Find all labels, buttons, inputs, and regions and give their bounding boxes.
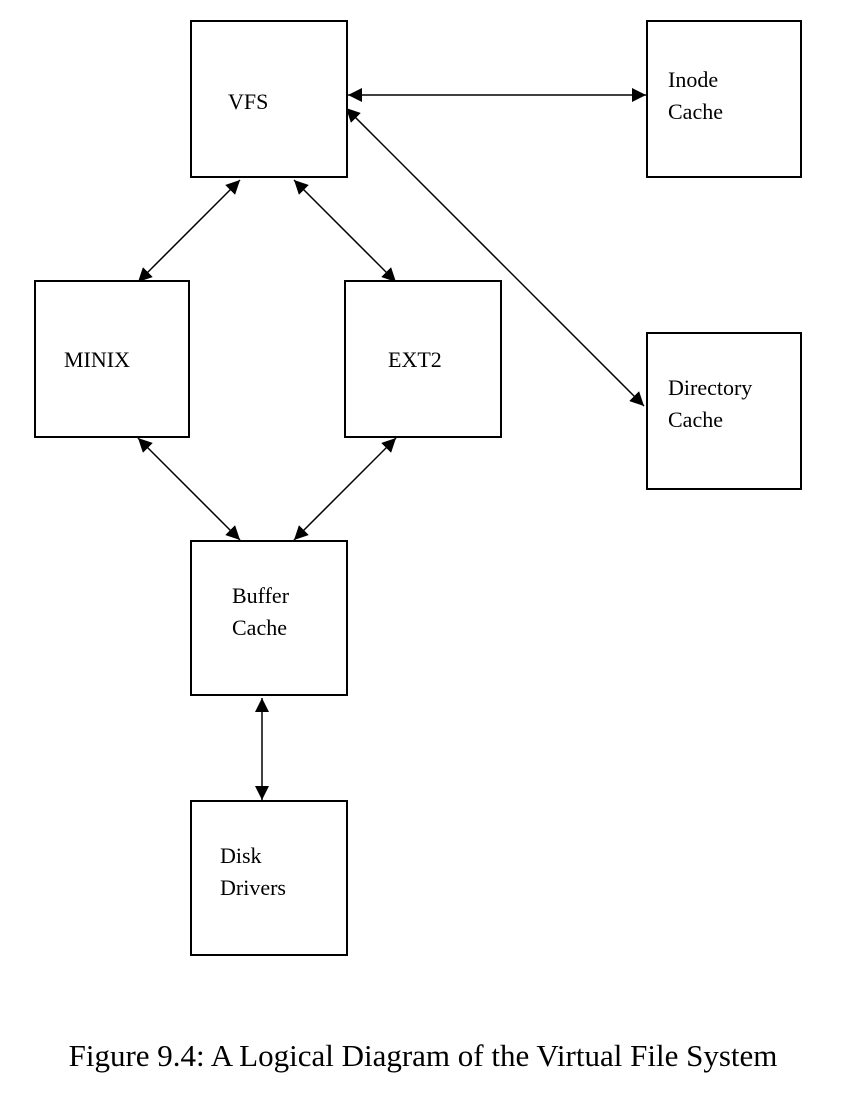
buffer-cache-label: Buffer Cache bbox=[232, 583, 290, 640]
vfs-label: VFS bbox=[228, 89, 269, 114]
connector-layer bbox=[137, 88, 646, 800]
disk-drivers-label: Disk Drivers bbox=[220, 843, 286, 900]
buffer-cache-box: Buffer Cache bbox=[190, 540, 348, 696]
arrow-vfs-directory-cache bbox=[345, 107, 645, 407]
arrow-vfs-minix bbox=[137, 179, 241, 283]
arrow-minix-buffer-cache bbox=[137, 437, 241, 541]
inode-cache-box: Inode Cache bbox=[646, 20, 802, 178]
directory-cache-box: Directory Cache bbox=[646, 332, 802, 490]
vfs-diagram: VFS Inode Cache MINIX EXT2 Directory Cac… bbox=[34, 20, 802, 956]
directory-cache-label: Directory Cache bbox=[668, 375, 753, 432]
arrow-vfs-ext2 bbox=[293, 179, 397, 283]
ext2-box: EXT2 bbox=[344, 280, 502, 438]
vfs-box: VFS bbox=[190, 20, 348, 178]
figure-caption: Figure 9.4: A Logical Diagram of the Vir… bbox=[68, 1038, 778, 1073]
minix-box: MINIX bbox=[34, 280, 190, 438]
inode-cache-label: Inode Cache bbox=[668, 67, 723, 124]
minix-label: MINIX bbox=[64, 347, 130, 372]
ext2-label: EXT2 bbox=[388, 347, 442, 372]
disk-drivers-box: Disk Drivers bbox=[190, 800, 348, 956]
arrow-ext2-buffer-cache bbox=[293, 437, 397, 541]
